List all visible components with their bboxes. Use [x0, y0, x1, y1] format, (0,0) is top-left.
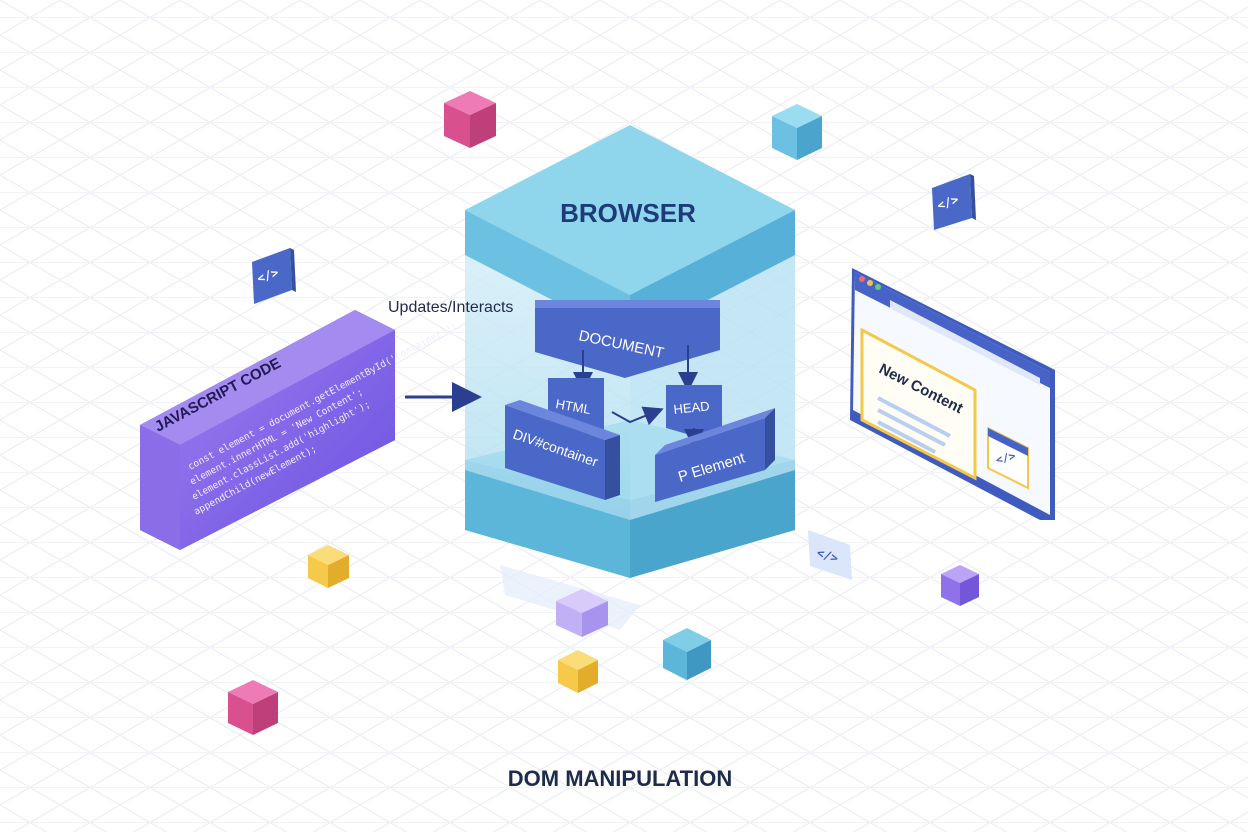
window-minimize-dot	[867, 280, 873, 286]
svg-text:</>: </>	[815, 546, 840, 566]
decorative-cube	[308, 545, 349, 588]
svg-text:</>: </>	[255, 265, 280, 286]
updates-interacts-label: Updates/Interacts	[388, 299, 513, 316]
code-icon: </>	[932, 174, 976, 230]
content-line	[877, 408, 946, 447]
p-element-node: P Element	[655, 408, 775, 502]
svg-text:</>: </>	[935, 192, 960, 213]
browser-base-right	[630, 460, 795, 578]
decorative-cube	[772, 104, 822, 160]
decorative-cube	[558, 650, 598, 693]
html-label: HTML	[554, 396, 591, 417]
document-node: DOCUMENT	[535, 300, 720, 378]
decorative-cube	[941, 565, 979, 606]
div-container-node: DIV#container	[505, 400, 620, 500]
browser-base-left	[465, 460, 630, 578]
diagram-title: DOM MANIPULATION	[508, 766, 732, 791]
head-node: HEAD	[666, 385, 722, 436]
browser-window: New Content </>	[850, 268, 1055, 520]
new-content-card	[860, 327, 977, 481]
code-icon: </>	[252, 248, 296, 304]
window-maximize-dot	[875, 284, 881, 290]
code-icon: </>	[994, 449, 1017, 467]
code-icon: </>	[808, 530, 852, 580]
browser-label: BROWSER	[560, 198, 696, 228]
window-close-dot	[859, 276, 865, 282]
arrow-html-head	[611, 406, 664, 426]
content-line	[877, 396, 951, 438]
address-bar	[890, 300, 1040, 385]
decorative-cube	[444, 91, 496, 148]
content-line	[877, 420, 936, 454]
decorative-cube	[663, 628, 711, 680]
decorative-cube	[228, 680, 278, 735]
decorative-cube	[556, 589, 608, 637]
head-label: HEAD	[673, 398, 710, 417]
